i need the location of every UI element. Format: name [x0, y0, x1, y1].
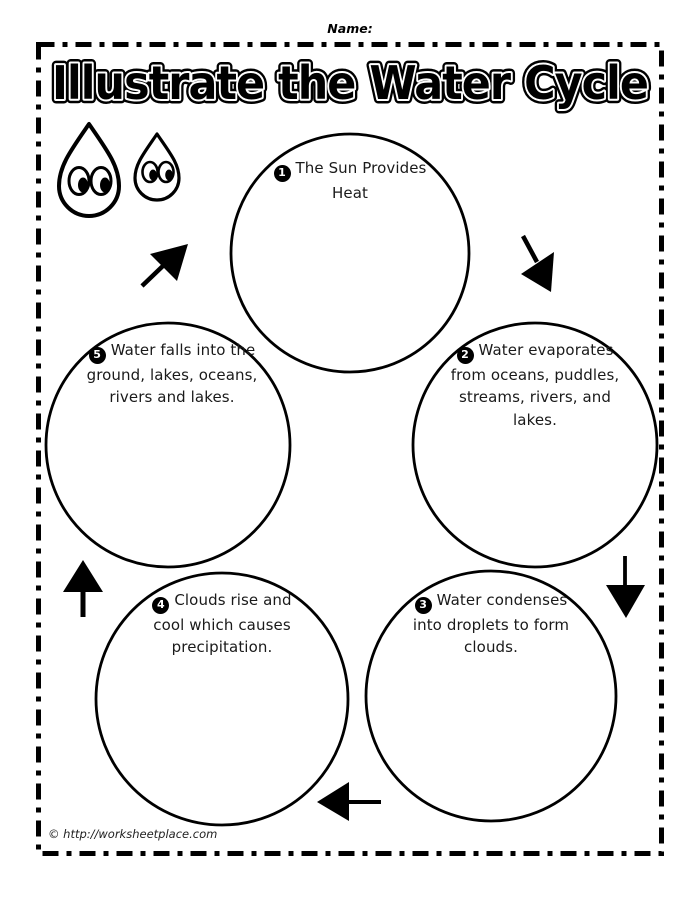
water-drop-large-icon — [57, 122, 121, 218]
step-2-number-badge: 2 — [456, 346, 474, 364]
arrow-up-head — [63, 560, 103, 592]
step-1-number-badge: 1 — [273, 164, 291, 182]
step-5-text: Water falls into the ground, lakes, ocea… — [86, 341, 258, 407]
cycle-circle-3 — [364, 569, 618, 823]
step-1-text: The Sun Provides Heat — [295, 159, 427, 202]
water-drop-small-right-pupil — [165, 169, 173, 181]
cycle-circle-1 — [229, 132, 471, 374]
water-drop-small-left-pupil — [149, 169, 157, 181]
cycle-circle-2 — [411, 321, 659, 569]
arrow-left-icon — [317, 782, 381, 821]
arrow-up-icon — [63, 560, 103, 617]
arrow-southwest-icon — [521, 234, 554, 292]
page-title-halo: Illustrate the Water Cycle — [52, 56, 648, 110]
page-title-outline: Illustrate the Water Cycle — [52, 56, 648, 110]
arrow-northeast-icon — [140, 244, 188, 288]
water-drop-large-right-pupil — [100, 177, 110, 193]
step-4-text: Clouds rise and cool which causes precip… — [153, 591, 292, 657]
cycle-circle-5 — [44, 321, 292, 569]
step-3-number-badge: 3 — [414, 596, 432, 614]
step-3-text: Water condenses into droplets to form cl… — [412, 591, 570, 657]
arrow-down-icon — [606, 556, 645, 618]
arrow-northeast-head — [150, 244, 188, 281]
step-2-text: Water evaporates from oceans, puddles, s… — [450, 341, 620, 429]
copyright: © http://worksheetplace.com — [48, 827, 218, 841]
arrow-down-head — [606, 585, 645, 618]
step-4-number-badge: 4 — [152, 596, 170, 614]
name-field-label: Name: — [327, 21, 373, 36]
cycle-circle-4 — [94, 571, 350, 827]
arrow-southwest-tail — [521, 234, 539, 264]
arrow-southwest-head — [521, 252, 554, 292]
title-wordart: Illustrate the Water Cycle Illustrate th… — [48, 52, 654, 115]
arrow-left-head — [317, 782, 349, 821]
water-drop-large-left-pupil — [78, 177, 88, 193]
step-5-number-badge: 5 — [88, 346, 106, 364]
arrow-northeast-tail — [140, 261, 168, 288]
page-title: Illustrate the Water Cycle — [52, 56, 648, 110]
dashed-border — [36, 42, 664, 856]
water-drop-small-icon — [133, 132, 181, 202]
water-drop-large-body — [57, 122, 121, 218]
